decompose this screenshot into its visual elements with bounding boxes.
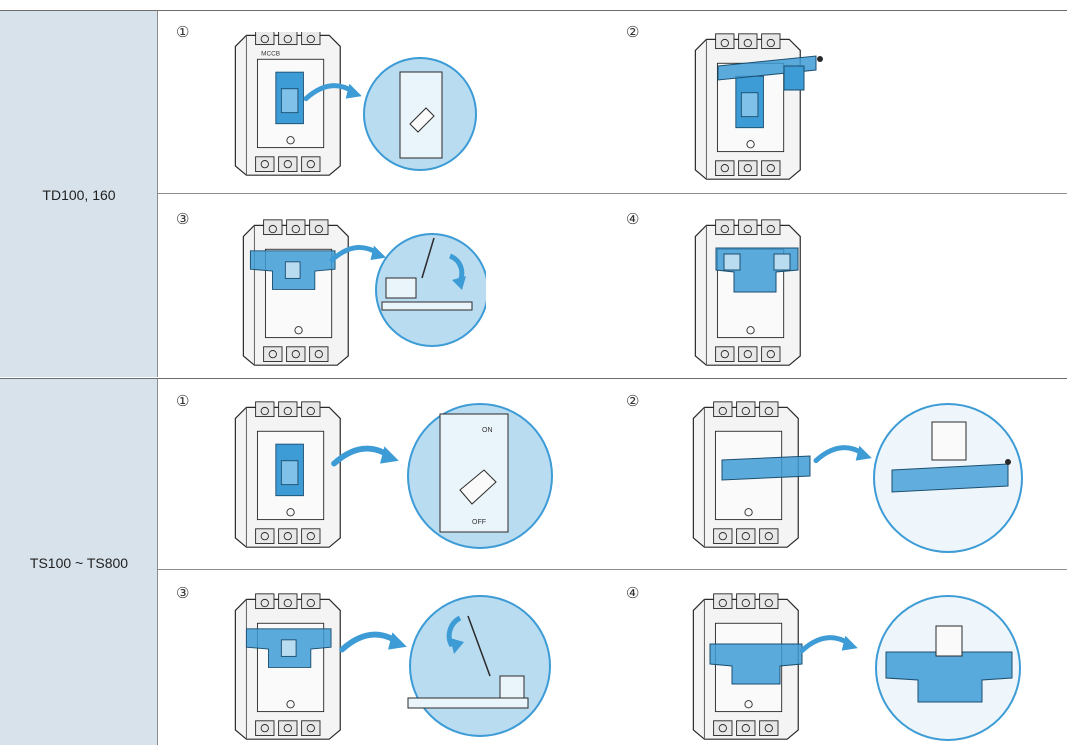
step-number: ② xyxy=(626,392,639,410)
step-number: ③ xyxy=(176,210,189,228)
step-number: ① xyxy=(176,23,189,41)
breaker-handle-detail-illustration: MCCB xyxy=(228,32,478,192)
breaker-lock-rotate-illustration xyxy=(228,592,558,742)
step-number: ② xyxy=(626,23,639,41)
breaker-lock-installed-illustration xyxy=(688,218,818,378)
model-label-ts: TS100 ~ TS800 xyxy=(0,555,158,571)
model-label-td: TD100, 160 xyxy=(0,187,158,203)
step-number: ④ xyxy=(626,210,639,228)
breaker-lock-installed-illustration xyxy=(686,592,1026,742)
step-number: ③ xyxy=(176,584,189,602)
breaker-lock-rotate-illustration xyxy=(236,218,486,378)
breaker-handle-detail-illustration: ON OFF xyxy=(228,400,558,560)
off-label: OFF xyxy=(472,519,486,526)
table-top-rule xyxy=(0,10,1067,11)
row-divider xyxy=(158,569,1067,570)
brand-text: MCCB xyxy=(261,51,280,58)
section-divider xyxy=(0,378,1067,379)
step-number: ① xyxy=(176,392,189,410)
instruction-table: TD100, 160 TS100 ~ TS800 ① MCCB ② ③ xyxy=(0,10,1067,745)
step-number: ④ xyxy=(626,584,639,602)
breaker-lock-inserted-illustration xyxy=(686,400,1026,560)
on-label: ON xyxy=(482,427,493,434)
row-divider xyxy=(158,193,1067,194)
breaker-lock-inserted-illustration xyxy=(688,32,838,192)
